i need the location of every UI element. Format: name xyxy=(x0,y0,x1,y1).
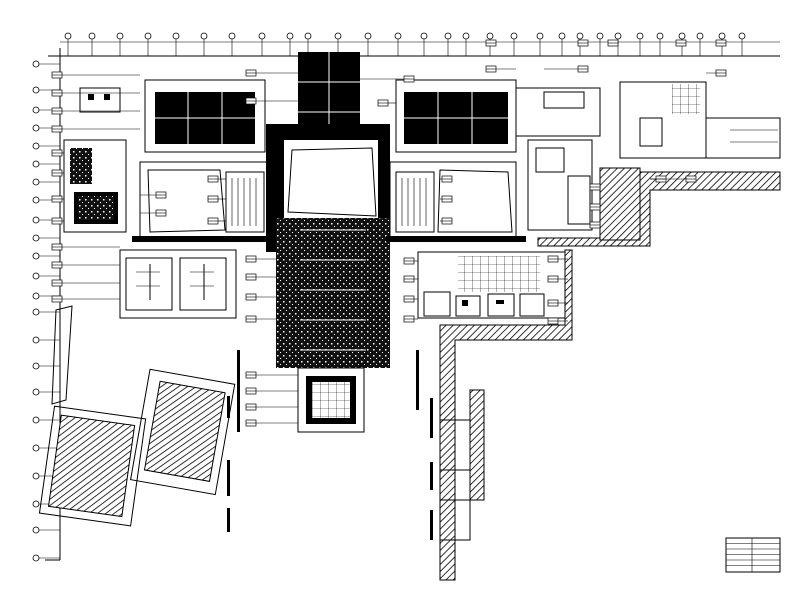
grid-bubble xyxy=(420,32,428,40)
right-lower-stepped-wall xyxy=(440,340,485,560)
grid-bubble xyxy=(636,32,644,40)
grid-bubble xyxy=(32,554,40,562)
annotation-tags xyxy=(51,39,727,427)
grid-bubble xyxy=(462,32,470,40)
grid-bubble xyxy=(576,32,584,40)
grid-bubble xyxy=(32,142,40,150)
grid-bubble xyxy=(718,32,726,40)
corridor-bars xyxy=(227,350,433,540)
grid-bubble xyxy=(32,362,40,370)
grid-bubble xyxy=(364,32,372,40)
grid-bubble xyxy=(32,86,40,94)
grid-bubble xyxy=(32,216,40,224)
left-lower-rooms xyxy=(119,249,237,319)
grid-bubble xyxy=(32,308,40,316)
grid-bubble xyxy=(32,336,40,344)
grid-bubble xyxy=(678,32,686,40)
title-block xyxy=(725,537,781,573)
left-upper-wing xyxy=(63,79,266,233)
grid-bubble xyxy=(32,500,40,508)
grid-axes xyxy=(32,32,746,562)
grid-bubble xyxy=(64,32,72,40)
grid-bubble xyxy=(558,32,566,40)
grid-bubble xyxy=(32,178,40,186)
left-mid-band xyxy=(132,161,272,242)
grid-bubble xyxy=(200,32,208,40)
grid-bubble xyxy=(32,526,40,534)
lower-left-hatched-blocks xyxy=(38,305,236,527)
grid-bubble xyxy=(32,292,40,300)
central-core xyxy=(266,52,390,433)
grid-bubble xyxy=(304,32,312,40)
right-side-rooms xyxy=(515,81,781,231)
grid-bubble xyxy=(32,234,40,242)
grid-bubble xyxy=(32,196,40,204)
grid-bubble xyxy=(486,32,494,40)
grid-bubble xyxy=(286,32,294,40)
grid-bubble xyxy=(334,32,342,40)
grid-bubble xyxy=(32,106,40,114)
right-hatched-band xyxy=(439,167,781,581)
grid-bubble xyxy=(258,32,266,40)
grid-bubble xyxy=(88,32,96,40)
grid-bubble xyxy=(394,32,402,40)
grid-bubble xyxy=(32,416,40,424)
grid-bubble xyxy=(696,32,704,40)
right-upper-wing xyxy=(386,79,526,242)
grid-bubble xyxy=(444,32,452,40)
grid-bubble xyxy=(32,60,40,68)
grid-bubble xyxy=(228,32,236,40)
grid-bubble xyxy=(656,32,664,40)
grid-bubble xyxy=(32,124,40,132)
grid-bubble xyxy=(32,472,40,480)
grid-bubble xyxy=(144,32,152,40)
grid-bubble xyxy=(32,160,40,168)
grid-bubble xyxy=(32,252,40,260)
grid-bubble xyxy=(32,444,40,452)
grid-bubble xyxy=(614,32,622,40)
grid-bubble xyxy=(536,32,544,40)
grid-bubble xyxy=(116,32,124,40)
grid-bubble xyxy=(172,32,180,40)
grid-bubble xyxy=(738,32,746,40)
grid-bubble xyxy=(510,32,518,40)
right-mid-rooms xyxy=(417,251,569,319)
grid-bubble xyxy=(32,388,40,396)
grid-bubble xyxy=(596,32,604,40)
grid-bubble xyxy=(32,272,40,280)
